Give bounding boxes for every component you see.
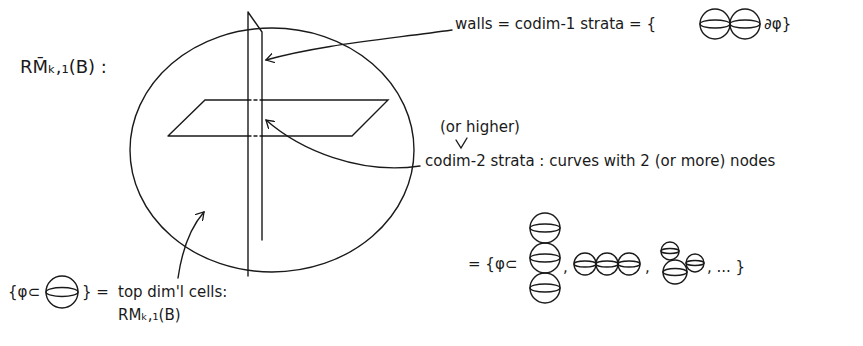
codim2-leader <box>266 120 420 168</box>
note-label: RMₖ,₁(B) <box>118 306 181 324</box>
hidden-edge <box>248 100 262 136</box>
separator: , <box>645 258 650 276</box>
cells-leader <box>178 212 204 278</box>
note-label: , ... } <box>707 258 745 276</box>
moduli-oval <box>130 28 414 272</box>
note-label: {φ⊂ <box>8 283 40 301</box>
separator: , <box>563 258 568 276</box>
insert-mark <box>456 138 467 148</box>
note-label: top dim'l cells: <box>118 283 227 301</box>
note-label: walls = codim-1 strata = { <box>455 15 656 33</box>
note-label: } = <box>82 283 109 301</box>
title-label: RM̄ₖ,₁(B) : <box>20 58 107 76</box>
vertical-wall <box>248 12 262 276</box>
note-label: = {φ⊂ <box>468 255 517 273</box>
note-label: ∂φ} <box>764 15 791 33</box>
note-label: (or higher) <box>440 118 520 136</box>
walls-leader <box>266 30 452 60</box>
horizontal-wall <box>168 100 388 136</box>
note-label: codim-2 strata : curves with 2 (or more)… <box>425 152 775 170</box>
